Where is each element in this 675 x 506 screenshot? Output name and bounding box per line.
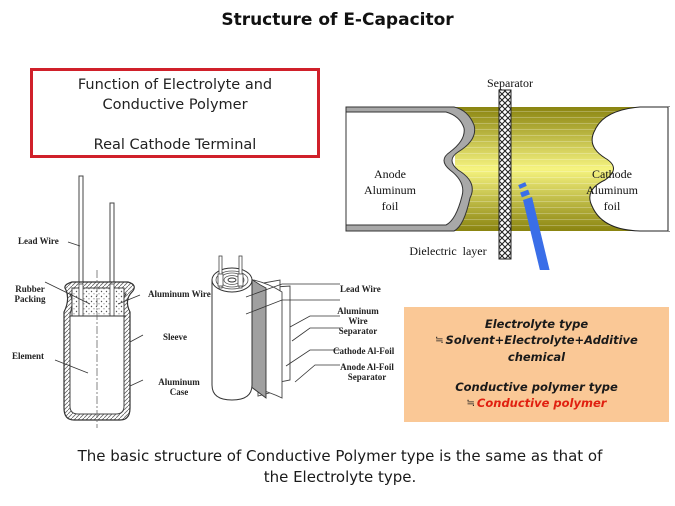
polymer-heading: Conductive polymer type — [455, 380, 618, 394]
function-box-line2: Conductive Polymer — [102, 97, 248, 113]
capacitor-cross-section — [44, 175, 144, 428]
function-box-line1: Function of Electrolyte and — [77, 77, 273, 93]
caption-line1: The basic structure of Conductive Polyme… — [77, 447, 603, 465]
layer-diagram — [345, 89, 670, 270]
polymer-composition: ≒Conductive polymer — [466, 396, 607, 410]
winding-roll — [211, 279, 253, 401]
info-box: Electrolyte type ≒Solvent+Electrolyte+Ad… — [404, 307, 669, 422]
separator — [498, 89, 512, 260]
label-aluminum-wire: Aluminum Wire — [148, 289, 211, 299]
lead-wire-short — [109, 202, 115, 285]
anode-label: Anode Aluminum foil — [363, 167, 416, 213]
label-aluminum-case: Aluminum Case — [158, 377, 200, 397]
approx-equal-icon: ≒ — [466, 398, 475, 409]
caption: The basic structure of Conductive Polyme… — [20, 446, 660, 488]
anode-foil — [345, 111, 465, 226]
electrolyte-composition-cont: chemical — [507, 350, 566, 364]
separator-label: Separator — [487, 76, 533, 90]
approx-equal-icon: ≒ — [435, 335, 444, 346]
label-cathode-foil: Cathode Al-Foil — [333, 346, 395, 356]
cathode-label: Cathode Aluminum foil — [585, 167, 638, 213]
label-lead-wire-left: Lead Wire — [18, 236, 59, 246]
arrow-icon — [518, 182, 550, 270]
label-anode-foil-separator: Anode Al-Foil Separator — [340, 362, 394, 382]
lead-wire-long — [78, 175, 84, 285]
winding-lead-wire-2 — [238, 255, 243, 289]
label-sleeve: Sleeve — [163, 332, 187, 342]
winding-lead-wire-1 — [218, 255, 223, 289]
electrolyte-heading: Electrolyte type — [484, 317, 589, 331]
label-aluminum-wire-separator: Aluminum Wire Separator — [337, 306, 379, 336]
label-rubber-packing: Rubber Packing — [14, 284, 46, 304]
caption-line2: the Electrolyte type. — [263, 468, 417, 486]
label-lead-wire-right: Lead Wire — [340, 284, 381, 294]
electrolyte-composition: ≒Solvent+Electrolyte+Additive — [435, 333, 638, 347]
label-element: Element — [12, 351, 44, 361]
winding-diagram — [211, 255, 340, 401]
slide-title: Structure of E-Capacitor — [221, 10, 454, 30]
function-box-line3: Real Cathode Terminal — [93, 137, 257, 153]
function-box: Function of Electrolyte and Conductive P… — [30, 68, 320, 158]
dielectric-label: Dielectric layer — [409, 244, 487, 258]
